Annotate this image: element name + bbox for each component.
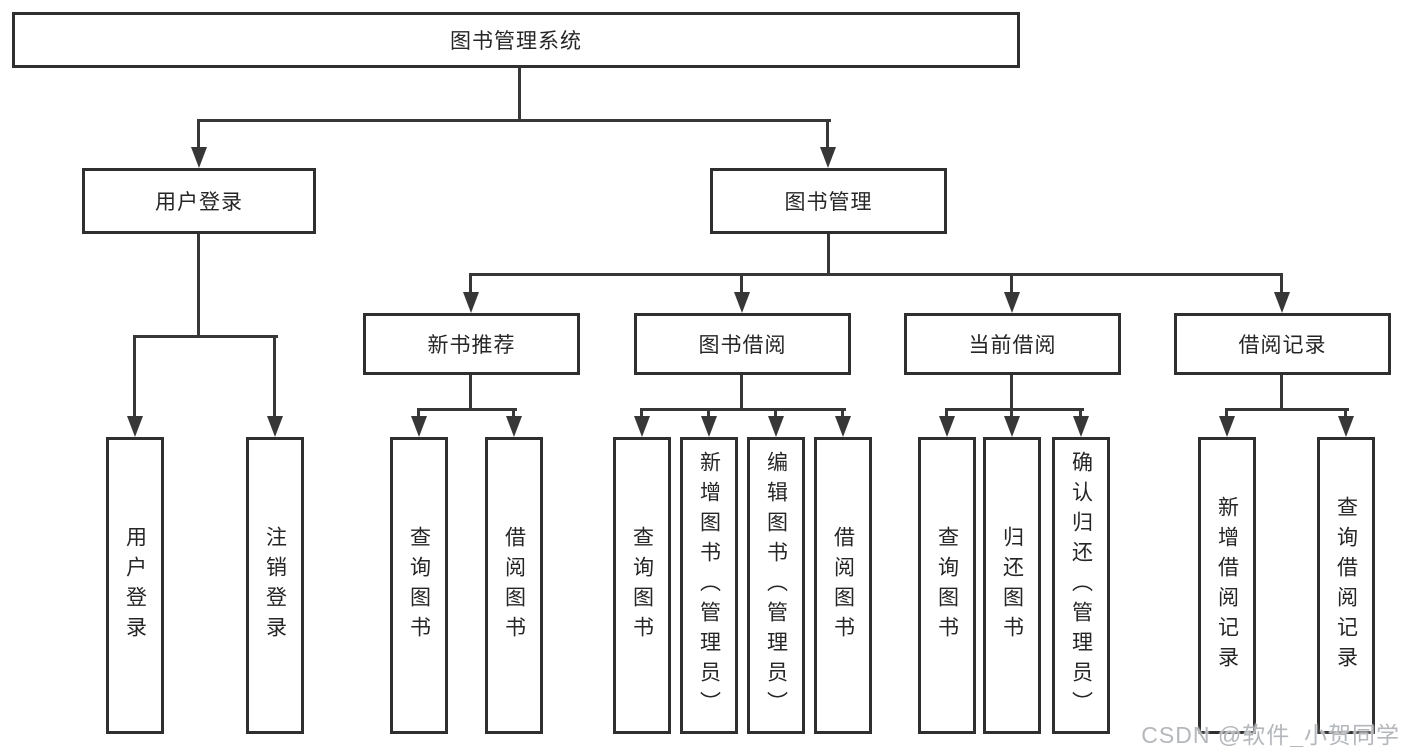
node-book-borrow-label: 图书借阅 <box>698 334 787 357</box>
arrow-down-icon <box>1338 416 1354 437</box>
csdn-watermark: CSDN @软件_小贺同学 <box>1141 722 1400 747</box>
connector-root-hline <box>197 119 831 122</box>
connector-drop-book-management <box>826 119 829 147</box>
leaf-label: 确认归还（管理员） <box>1069 450 1093 721</box>
connector-new-book-hline <box>417 408 517 411</box>
node-current-borrow-label: 当前借阅 <box>968 334 1057 357</box>
connector-user-login-hline <box>133 335 278 338</box>
node-user-login-label: 用户登录 <box>155 191 243 214</box>
leaf-query-borrow-record: 查询借阅记录 <box>1317 437 1375 734</box>
node-user-login: 用户登录 <box>82 168 316 234</box>
node-root-library-management-system: 图书管理系统 <box>12 12 1020 68</box>
node-new-book-recommend-label: 新书推荐 <box>427 334 516 357</box>
leaf-label: 查询图书 <box>407 525 431 646</box>
connector-drop <box>707 408 710 416</box>
node-book-management: 图书管理 <box>710 168 947 234</box>
arrow-down-icon <box>267 416 283 437</box>
arrow-down-icon <box>1073 416 1089 437</box>
connector-drop <box>774 408 777 416</box>
connector-drop <box>640 408 643 416</box>
leaf-logout: 注销登录 <box>246 437 304 734</box>
connector-current-borrow-hline <box>945 408 1084 411</box>
node-book-management-label: 图书管理 <box>784 191 873 214</box>
leaf-label: 借阅图书 <box>502 525 526 646</box>
connector-drop-book-borrow <box>740 273 743 292</box>
connector-user-login-stem <box>197 234 200 338</box>
leaf-confirm-return-admin: 确认归还（管理员） <box>1052 437 1110 734</box>
leaf-label: 新增图书（管理员） <box>697 450 721 721</box>
connector-drop-borrow-record <box>1280 273 1283 292</box>
connector-book-borrow-stem <box>740 375 743 411</box>
leaf-label: 查询借阅记录 <box>1334 495 1358 676</box>
arrow-down-icon <box>768 416 784 437</box>
connector-drop-current-borrow <box>1010 273 1013 292</box>
arrow-down-icon <box>701 416 717 437</box>
connector-borrow-record-hline <box>1225 408 1349 411</box>
leaf-label: 查询图书 <box>630 525 654 646</box>
arrow-down-icon <box>506 416 522 437</box>
leaf-query-books-borrow: 查询图书 <box>613 437 671 734</box>
connector-current-borrow-stem <box>1010 375 1013 411</box>
connector-level3-hline <box>469 273 1283 276</box>
arrow-down-icon <box>634 416 650 437</box>
leaf-label: 新增借阅记录 <box>1215 495 1239 676</box>
connector-drop <box>1225 408 1228 416</box>
leaf-borrow-books-recommend: 借阅图书 <box>485 437 543 734</box>
arrow-down-icon <box>411 416 427 437</box>
node-borrow-record: 借阅记录 <box>1174 313 1391 375</box>
arrow-down-icon <box>820 147 836 168</box>
leaf-label: 编辑图书（管理员） <box>764 450 788 721</box>
arrow-down-icon <box>127 416 143 437</box>
connector-book-borrow-hline <box>640 408 846 411</box>
arrow-down-icon <box>191 147 207 168</box>
leaf-label: 借阅图书 <box>831 525 855 646</box>
node-current-borrow: 当前借阅 <box>904 313 1121 375</box>
connector-drop <box>417 408 420 416</box>
arrow-down-icon <box>463 292 479 313</box>
arrow-down-icon <box>734 292 750 313</box>
arrow-down-icon <box>1004 292 1020 313</box>
connector-drop <box>1079 408 1082 416</box>
connector-drop <box>1010 408 1013 416</box>
arrow-down-icon <box>939 416 955 437</box>
arrow-down-icon <box>1004 416 1020 437</box>
connector-drop-user-login <box>197 119 200 147</box>
node-borrow-record-label: 借阅记录 <box>1238 334 1327 357</box>
connector-drop <box>1344 408 1347 416</box>
node-new-book-recommend: 新书推荐 <box>363 313 580 375</box>
leaf-borrow-books: 借阅图书 <box>814 437 872 734</box>
node-book-borrow: 图书借阅 <box>634 313 851 375</box>
leaf-return-book: 归还图书 <box>983 437 1041 734</box>
connector-drop <box>945 408 948 416</box>
leaf-query-books-current: 查询图书 <box>918 437 976 734</box>
leaf-user-login: 用户登录 <box>106 437 164 734</box>
connector-root-stem <box>518 68 521 122</box>
leaf-add-book-admin: 新增图书（管理员） <box>680 437 738 734</box>
connector-drop-new-book <box>469 273 472 292</box>
connector-book-management-stem <box>827 234 830 276</box>
arrow-down-icon <box>1274 292 1290 313</box>
connector-drop <box>841 408 844 416</box>
leaf-label: 归还图书 <box>1000 525 1024 646</box>
leaf-user-login-label: 用户登录 <box>123 525 147 646</box>
leaf-add-borrow-record: 新增借阅记录 <box>1198 437 1256 734</box>
connector-borrow-record-stem <box>1280 375 1283 411</box>
arrow-down-icon <box>835 416 851 437</box>
leaf-query-books-recommend: 查询图书 <box>390 437 448 734</box>
connector-drop <box>512 408 515 416</box>
connector-drop-logout <box>273 335 276 416</box>
leaf-label: 查询图书 <box>935 525 959 646</box>
leaf-edit-book-admin: 编辑图书（管理员） <box>747 437 805 734</box>
node-root-label: 图书管理系统 <box>450 30 582 53</box>
arrow-down-icon <box>1219 416 1235 437</box>
connector-drop-login <box>133 335 136 416</box>
leaf-logout-label: 注销登录 <box>263 525 287 646</box>
connector-new-book-stem <box>469 375 472 411</box>
